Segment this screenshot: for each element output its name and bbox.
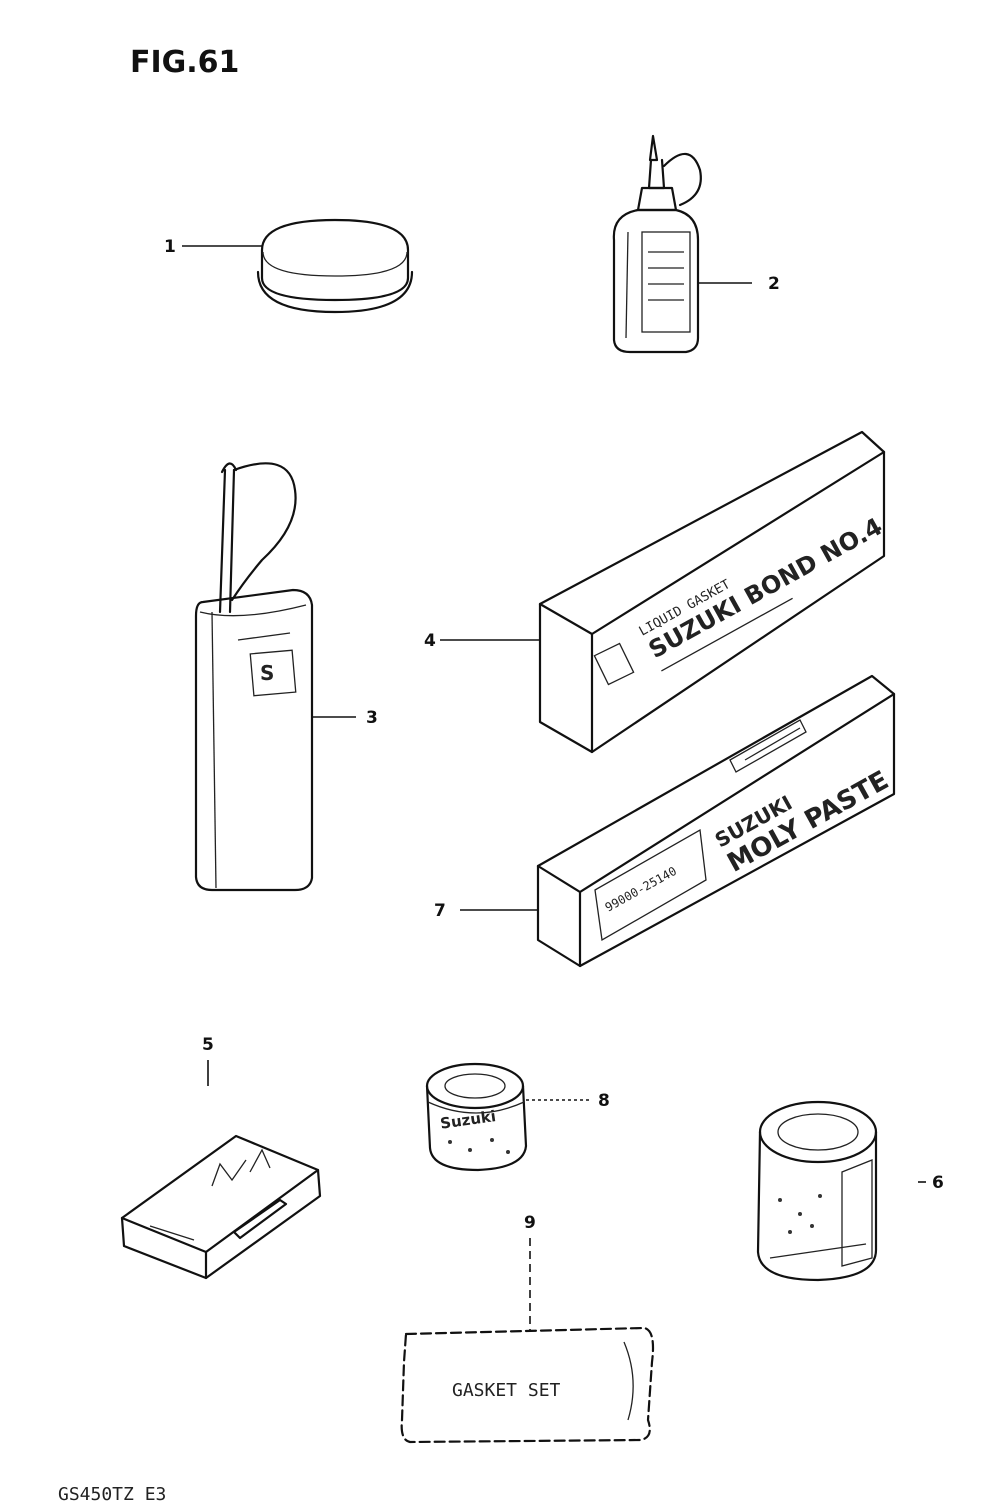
callout-7: 7 bbox=[434, 901, 446, 921]
part-3-oil-can: S bbox=[194, 462, 314, 892]
part-8-small-can: Suzuki bbox=[425, 1062, 528, 1172]
suzuki-s-logo-icon: S bbox=[260, 661, 274, 685]
figure-title: FIG.61 bbox=[130, 45, 239, 80]
part-6-large-can bbox=[756, 1100, 878, 1282]
part-9-gasket-set: GASKET SET bbox=[400, 1326, 655, 1444]
callout-8: 8 bbox=[598, 1091, 610, 1111]
part-5-packet bbox=[120, 1134, 322, 1280]
part-2-oil-bottle bbox=[612, 134, 702, 354]
bond-label-line2: SUZUKI BOND NO.4 bbox=[644, 512, 887, 664]
callout-3: 3 bbox=[366, 708, 378, 728]
callout-2: 2 bbox=[768, 274, 780, 294]
model-code: GS450TZ E3 bbox=[58, 1484, 166, 1505]
part-4-suzuki-bond-box: LIQUID GASKET SUZUKI BOND NO.4 bbox=[538, 430, 887, 754]
gasket-set-label: GASKET SET bbox=[452, 1380, 561, 1401]
callout-6: 6 bbox=[932, 1173, 944, 1193]
callout-9: 9 bbox=[524, 1213, 536, 1233]
callout-1: 1 bbox=[164, 237, 176, 257]
part-1-grease-tin bbox=[256, 218, 414, 314]
can8-brand: Suzuki bbox=[439, 1107, 497, 1133]
callout-5: 5 bbox=[202, 1035, 214, 1055]
callout-4: 4 bbox=[424, 631, 436, 651]
